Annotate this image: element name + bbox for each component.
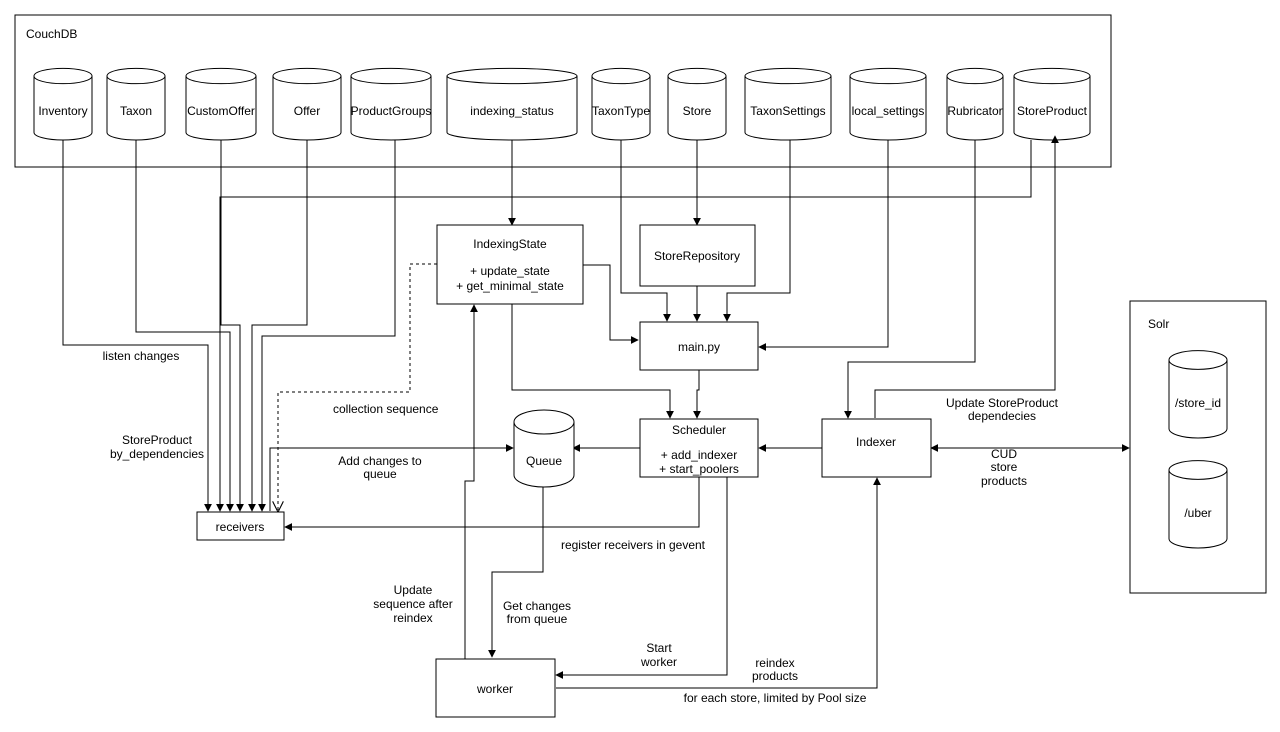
queue-title: Queue [526,454,562,468]
register-receivers-label: register receivers in gevent [561,538,706,552]
listen-changes-label: listen changes [103,349,180,363]
couchdb-database-label: Store [683,104,712,118]
pool-size-label: for each store, limited by Pool size [684,691,867,705]
update-sequence-label: sequence after [373,597,452,611]
add-changes-label: queue [363,467,397,481]
couchdb-database-label: CustomOffer [187,104,255,118]
main-box: main.py [639,321,759,371]
worker-title: worker [476,682,513,696]
update-storeproduct-label: Update StoreProduct [946,396,1059,410]
couchdb-database: Offer [272,67,342,141]
get-changes-label: from queue [507,612,568,626]
indexing-state-title: IndexingState [473,237,547,251]
cud-label: CUD [991,447,1017,461]
storeproduct-deps-label: StoreProduct [122,433,193,447]
scheduler-box: Scheduler + add_indexer + start_poolers [639,418,759,478]
couchdb-database: Rubricator [946,67,1004,141]
reindex-products-label: products [752,669,798,683]
add-changes-label: Add changes to [338,454,422,468]
indexer-title: Indexer [856,435,896,449]
couchdb-label: CouchDB [26,27,77,41]
store-repository-box: StoreRepository [639,224,756,287]
couchdb-database: Taxon [106,67,166,141]
indexer-box: Indexer [821,418,932,478]
solr-container [1129,300,1267,594]
indexing-state-box: IndexingState + update_state + get_minim… [436,224,584,305]
couchdb-database: indexing_status [446,67,578,141]
indexing-state-method: + update_state [470,264,550,278]
couchdb-database-label: TaxonSettings [750,104,825,118]
couchdb-database: TaxonSettings [744,67,832,141]
start-worker-label: Start [646,641,672,655]
couchdb-database: Inventory [33,67,93,141]
cud-label: store [991,460,1018,474]
couchdb-database-label: local_settings [852,104,925,118]
couchdb-database: TaxonType [591,67,651,141]
couchdb-database-label: Inventory [38,104,87,118]
store-repository-title: StoreRepository [654,249,740,263]
update-sequence-label: Update [394,583,433,597]
couchdb-database: StoreProduct [1013,67,1091,141]
reindex-products-label: reindex [755,656,794,670]
couchdb-database-label: TaxonType [592,104,650,118]
scheduler-title: Scheduler [672,423,726,437]
queue-cylinder: Queue [513,409,575,488]
start-worker-label: worker [640,655,677,669]
solr-core-label: /store_id [1175,396,1221,410]
solr-core: /uber [1168,460,1228,549]
collection-sequence-label: collection sequence [333,402,439,416]
storeproduct-deps-label: by_dependencies [110,447,204,461]
receivers-title: receivers [216,520,265,534]
couchdb-databases: Inventory Taxon CustomOffer Offer ProductGro… [33,67,1091,141]
solr-core-label: /uber [1184,506,1211,520]
get-changes-label: Get changes [503,599,571,613]
couchdb-database-label: ProductGroups [351,104,432,118]
worker-box: worker [435,658,556,718]
couchdb-database-label: Taxon [120,104,152,118]
couchdb-database-label: StoreProduct [1017,104,1088,118]
update-storeproduct-label: dependecies [968,409,1036,423]
couchdb-database-label: indexing_status [470,104,553,118]
couchdb-database: ProductGroups [350,67,432,141]
indexing-state-method: + get_minimal_state [456,279,564,293]
connectors [62,135,1130,689]
couchdb-database: Store [667,67,727,141]
solr-core: /store_id [1168,350,1228,439]
couchdb-database-label: Offer [294,104,320,118]
couchdb-database: local_settings [849,67,927,141]
update-sequence-label: reindex [393,611,432,625]
couchdb-database-label: Rubricator [947,104,1002,118]
solr-label: Solr [1148,317,1169,331]
cud-label: products [981,474,1027,488]
edge-labels: listen changes collection sequence Store… [103,349,1059,705]
main-title: main.py [678,340,720,354]
couchdb-database: CustomOffer [185,67,257,141]
solr-cores: /store_id/uber [1168,350,1228,549]
scheduler-method: + add_indexer [661,448,737,462]
scheduler-method: + start_poolers [659,462,739,476]
receivers-box: receivers [196,511,285,541]
